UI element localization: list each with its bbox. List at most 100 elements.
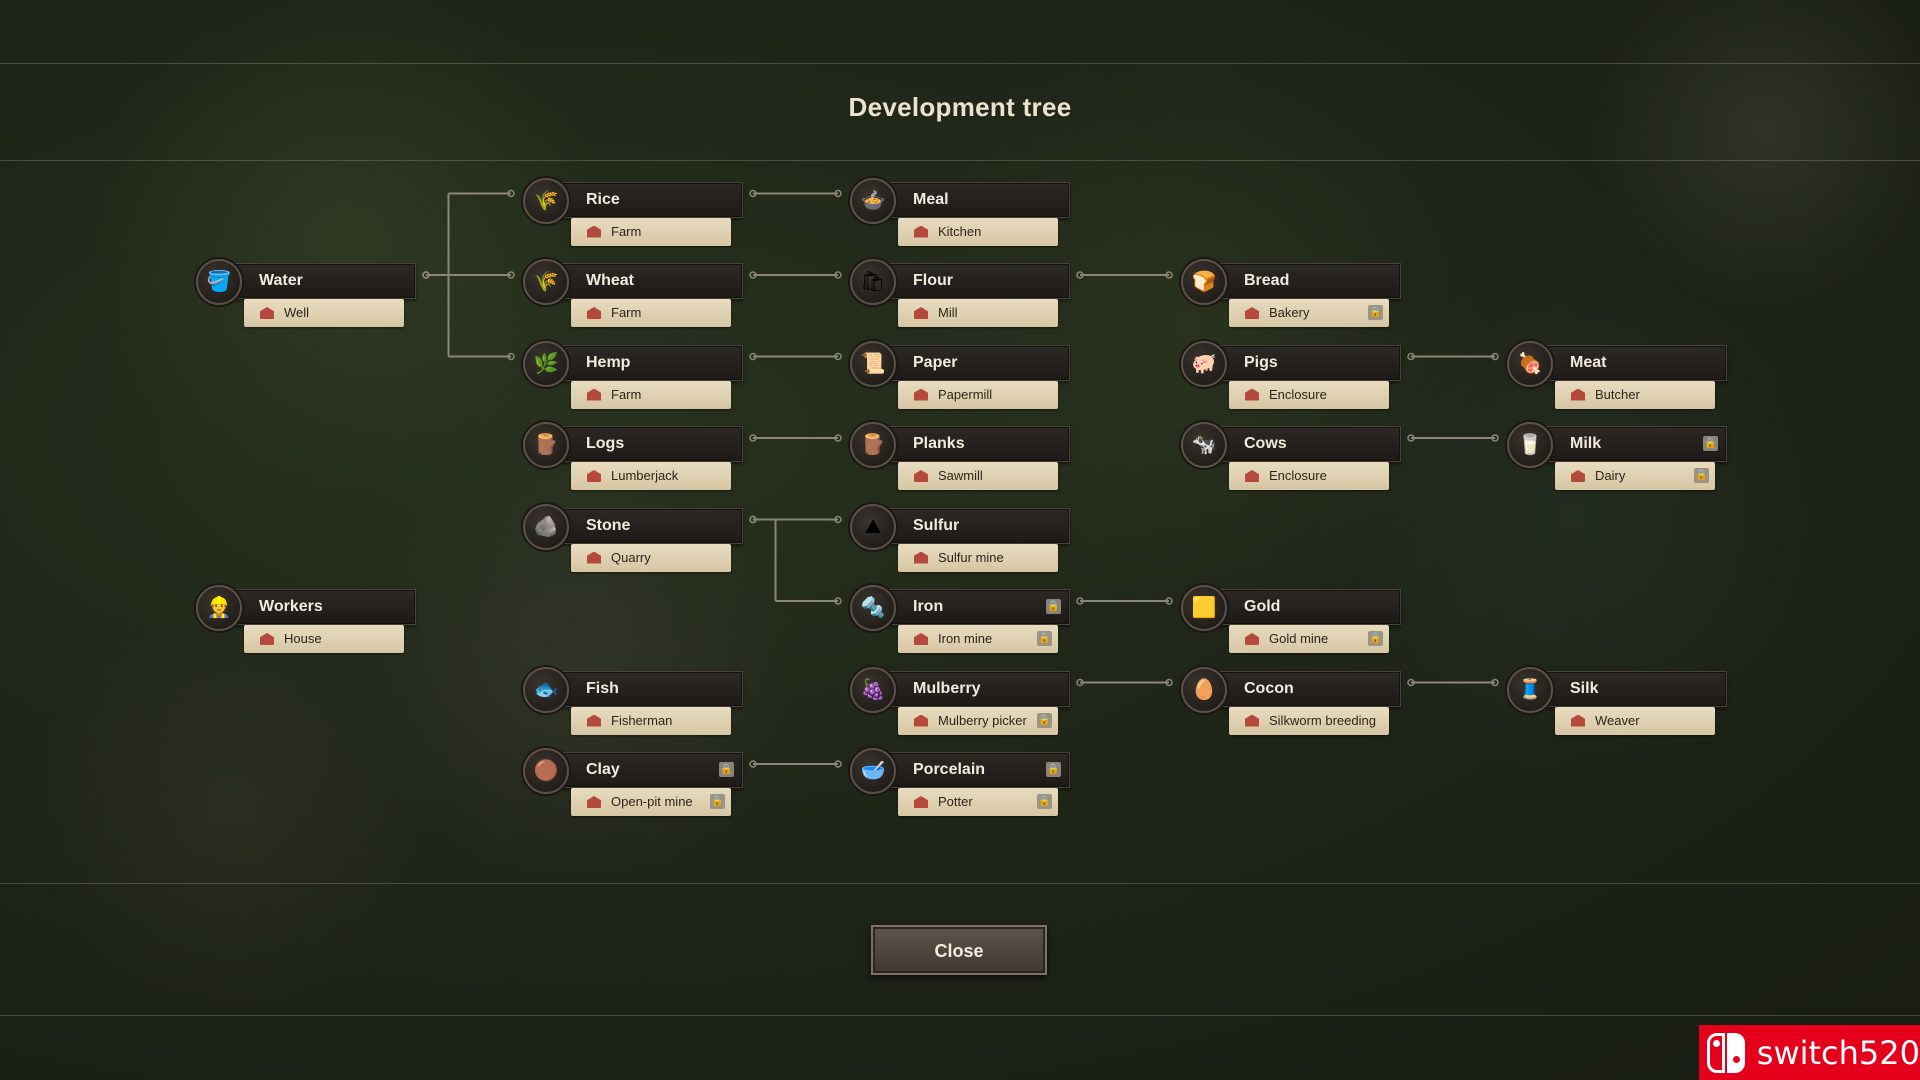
node-header: Cows — [1207, 426, 1401, 462]
connector-joint — [1491, 678, 1499, 687]
tree-node-meat[interactable]: Meat 🍖 Butcher — [1507, 340, 1727, 417]
connector-joint — [749, 760, 757, 768]
connector-joint — [749, 515, 757, 524]
bottom-divider — [0, 1015, 1920, 1016]
node-building-name: Open-pit mine — [611, 794, 693, 809]
silk-roll-icon: 🧵 — [1507, 666, 1553, 713]
plank-icon: 🪵 — [850, 422, 896, 468]
lock-icon: 🔒 — [1046, 599, 1061, 614]
node-building: Mill — [898, 299, 1058, 327]
tree-node-mulberry[interactable]: Mulberry 🍇 Mulberry picker 🔒 — [850, 666, 1070, 743]
node-header: Hemp — [549, 344, 743, 381]
node-resource-name: Stone — [586, 516, 631, 534]
node-building: Butcher — [1555, 380, 1715, 409]
wheat-icon: 🌾 — [523, 259, 569, 305]
node-resource-name: Pigs — [1244, 353, 1278, 371]
node-header: Silk — [1533, 670, 1727, 707]
node-resource-name: Water — [259, 272, 303, 289]
lock-icon: 🔒 — [719, 762, 734, 777]
tree-node-cocon[interactable]: Cocon 🥚 Silkworm breeding — [1181, 666, 1401, 743]
tree-node-porcelain[interactable]: Porcelain 🔒 🥣 Potter 🔒 — [850, 748, 1070, 824]
tree-node-hemp[interactable]: Hemp 🌿 Farm — [523, 340, 743, 417]
node-building-name: Enclosure — [1269, 468, 1327, 483]
node-header: Water — [222, 263, 416, 299]
tree-node-wheat[interactable]: Wheat 🌾 Farm — [523, 259, 743, 335]
node-header: Bread — [1207, 263, 1401, 299]
node-building-name: Sawmill — [938, 468, 983, 483]
connector-joint — [1076, 678, 1084, 687]
tree-node-planks[interactable]: Planks 🪵 Sawmill — [850, 422, 1070, 498]
node-resource-name: Wheat — [586, 272, 634, 289]
node-header: Porcelain 🔒 — [876, 752, 1070, 788]
node-header: Workers — [222, 589, 416, 625]
close-button[interactable]: Close — [871, 925, 1047, 975]
tree-node-clay[interactable]: Clay 🔒 🟤 Open-pit mine 🔒 — [523, 748, 743, 824]
lock-icon: 🔒 — [1037, 794, 1052, 809]
node-header: Sulfur — [876, 507, 1070, 544]
node-resource-name: Porcelain — [913, 761, 986, 778]
building-icon — [587, 388, 601, 401]
stone-block-icon: 🪨 — [523, 503, 569, 550]
node-building-name: Enclosure — [1269, 386, 1327, 402]
tree-node-pigs[interactable]: Pigs 🐖 Enclosure — [1181, 340, 1401, 417]
node-building: House — [244, 625, 404, 653]
tree-node-sulfur[interactable]: Sulfur ⛰ Sulfur mine — [850, 503, 1070, 580]
node-building-name: Mulberry picker — [938, 712, 1027, 728]
node-header: Milk 🔒 — [1533, 426, 1727, 462]
tree-node-stone[interactable]: Stone 🪨 Quarry — [523, 503, 743, 580]
tree-node-milk[interactable]: Milk 🔒 🥛 Dairy 🔒 — [1507, 422, 1727, 498]
tree-node-meal[interactable]: Meal 🍲 Kitchen — [850, 177, 1070, 254]
building-icon — [1245, 470, 1259, 482]
connector-joint — [834, 760, 842, 768]
node-building-name: Sulfur mine — [938, 549, 1004, 565]
building-icon — [587, 307, 601, 319]
tree-node-rice[interactable]: Rice 🌾 Farm — [523, 177, 743, 254]
node-resource-name: Meat — [1570, 353, 1607, 371]
tree-node-cows[interactable]: Cows 🐄 Enclosure — [1181, 422, 1401, 498]
node-header: Meat — [1533, 344, 1727, 381]
tree-node-logs[interactable]: Logs 🪵 Lumberjack — [523, 422, 743, 498]
node-building-name: Fisherman — [611, 712, 673, 728]
footer-divider — [0, 883, 1920, 884]
fish-icon: 🐟 — [523, 666, 569, 713]
tree-node-fish[interactable]: Fish 🐟 Fisherman — [523, 666, 743, 743]
water-bucket-icon: 🪣 — [196, 259, 242, 305]
node-building: Potter 🔒 — [898, 788, 1058, 816]
node-resource-name: Fish — [586, 679, 619, 697]
connector-joint — [1491, 434, 1499, 442]
building-icon — [914, 633, 928, 645]
tree-node-silk[interactable]: Silk 🧵 Weaver — [1507, 666, 1727, 743]
node-resource-name: Meal — [913, 190, 949, 208]
flour-sack-icon: 🛍 — [850, 259, 896, 305]
tree-node-workers[interactable]: Workers 👷 House — [196, 585, 416, 661]
tree-node-bread[interactable]: Bread 🍞 Bakery 🔒 — [1181, 259, 1401, 335]
gold-bar-icon: 🟨 — [1181, 585, 1227, 631]
node-building: Kitchen — [898, 217, 1058, 246]
node-building-name: Papermill — [938, 386, 993, 402]
node-building: Gold mine 🔒 — [1229, 625, 1389, 653]
tree-node-paper[interactable]: Paper 📜 Papermill — [850, 340, 1070, 417]
building-icon — [587, 225, 601, 238]
tree-node-gold[interactable]: Gold 🟨 Gold mine 🔒 — [1181, 585, 1401, 661]
node-building-name: Farm — [611, 386, 642, 402]
connector-joint — [507, 352, 515, 361]
porcelain-bowl-icon: 🥣 — [850, 748, 896, 794]
building-icon — [1245, 633, 1259, 645]
node-building: Weaver — [1555, 706, 1715, 735]
tree-node-iron[interactable]: Iron 🔒 🔩 Iron mine 🔒 — [850, 585, 1070, 661]
tree-node-water[interactable]: Water 🪣 Well — [196, 259, 416, 335]
building-icon — [914, 225, 928, 238]
node-building: Dairy 🔒 — [1555, 462, 1715, 490]
pig-icon: 🐖 — [1181, 340, 1227, 387]
lock-icon: 🔒 — [1368, 631, 1383, 646]
tree-node-flour[interactable]: Flour 🛍 Mill — [850, 259, 1070, 335]
connector-joint — [1165, 271, 1173, 279]
node-building-name: Silkworm breeding — [1269, 712, 1376, 728]
node-header: Clay 🔒 — [549, 752, 743, 788]
connector-joint — [422, 271, 430, 279]
hemp-leaf-icon: 🌿 — [523, 340, 569, 387]
rice-icon: 🌾 — [523, 177, 569, 224]
connector-joint — [1165, 597, 1173, 605]
connector-joint — [749, 189, 757, 198]
node-building-name: Weaver — [1595, 712, 1640, 728]
